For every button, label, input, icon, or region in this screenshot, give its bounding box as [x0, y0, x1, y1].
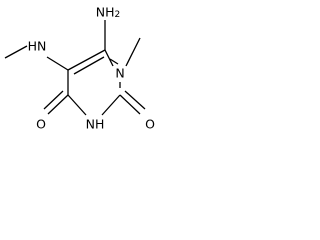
bond-c4-o	[47, 94, 69, 115]
bond-c4-o-double	[43, 90, 64, 110]
bond-n3-c4	[67, 94, 87, 116]
bond-c2-n3	[101, 94, 121, 116]
bonds	[4, 20, 146, 116]
bond-c6-n1	[109, 58, 119, 65]
atom-label-o-right: O	[145, 117, 155, 132]
bond-c2-o	[119, 94, 141, 115]
atom-label-nh2: NH2	[96, 5, 120, 21]
bond-c5-c6-inner	[73, 56, 105, 75]
atom-label-n-ring: N	[115, 66, 124, 81]
atom-label-nh-ring: NH	[86, 117, 105, 132]
atom-label-o-left: O	[36, 117, 46, 132]
bond-c6-n1-ring	[104, 49, 114, 67]
bond-hn-methyl	[4, 45, 28, 59]
bond-n1-methyl	[125, 37, 141, 67]
atom-label-hn-side: HN	[28, 39, 47, 54]
bond-c5-hn	[46, 56, 69, 71]
atom-labels: NH2 N HN NH O O	[28, 5, 155, 132]
structure-diagram: NH2 N HN NH O O	[4, 5, 155, 132]
bond-c2-o-double	[124, 90, 146, 110]
bond-c5-c6	[67, 49, 106, 71]
